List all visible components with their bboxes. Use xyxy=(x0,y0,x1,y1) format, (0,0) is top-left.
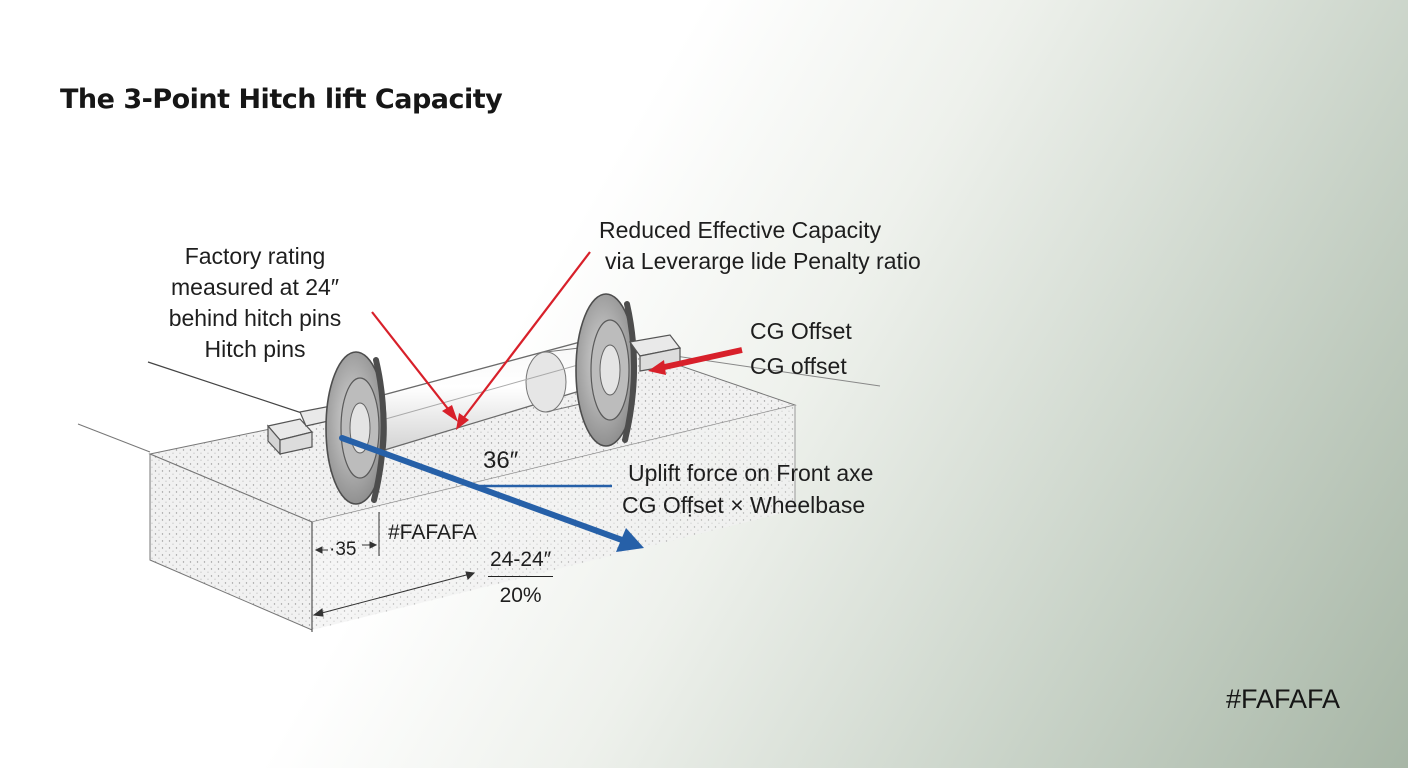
blue-arrow-uplift xyxy=(339,435,644,552)
fraction-denominator: 20% xyxy=(499,584,542,607)
fraction-label: 24-24″ 20% xyxy=(488,547,554,609)
dimension-35 xyxy=(314,512,380,556)
corner-color-code: #FAFAFA xyxy=(1226,684,1341,714)
cg-offset-label: CG Offset CG offset xyxy=(750,318,852,379)
reduced-capacity-label: Reduced Effective Capacity via Leverarge… xyxy=(599,217,921,274)
guide-line-left-lower xyxy=(77,423,151,453)
dimension-36-label: 36″ xyxy=(483,447,519,474)
right-disc xyxy=(575,293,637,447)
uplift-force-label: Uplift force on Front axe CG Off̣set × W… xyxy=(622,460,874,518)
page-title: The 3-Point Hitch lift Capacity xyxy=(60,84,503,115)
red-arrow-cg xyxy=(648,347,743,375)
dimension-35-label: ·35 xyxy=(329,539,357,560)
fraction-numerator: 24-24″ xyxy=(488,547,554,577)
color-code-label: #FAFAFA xyxy=(388,521,477,544)
red-arrow-reduced xyxy=(456,251,591,430)
dimension-long xyxy=(312,571,476,617)
red-arrow-factory xyxy=(371,311,458,422)
factory-rating-label: Factory rating measured at 24″ behind hi… xyxy=(168,243,342,362)
guide-line-right xyxy=(647,351,881,387)
left-disc xyxy=(325,351,387,505)
